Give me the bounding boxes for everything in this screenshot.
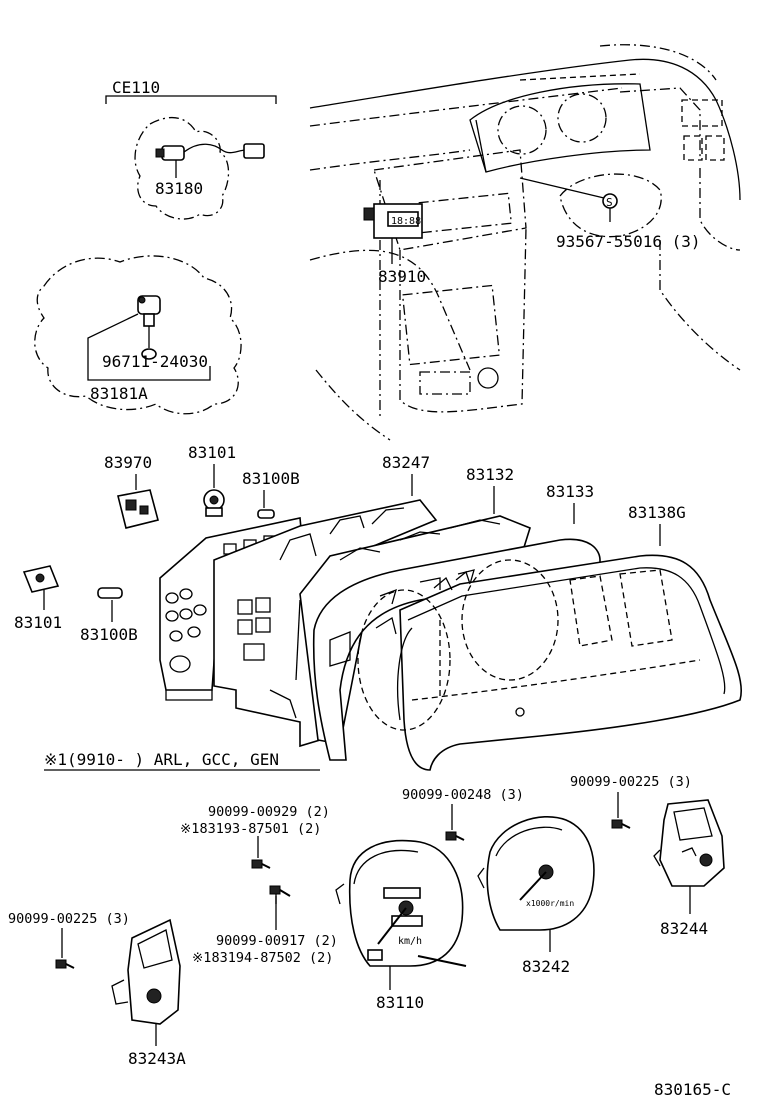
clock-83910[interactable]: 18:88 bbox=[363, 203, 423, 239]
label-183194-87502: ※183194-87502 (2) bbox=[192, 950, 333, 966]
screw-90099-00248[interactable] bbox=[445, 804, 465, 841]
socket-83101-top[interactable] bbox=[203, 489, 225, 517]
label-90099-00917: 90099-00917 (2) bbox=[216, 933, 338, 949]
screw-90099-00225-left[interactable] bbox=[55, 928, 75, 969]
screw-90099-00917[interactable] bbox=[269, 885, 291, 904]
label-83133: 83133 bbox=[546, 482, 594, 501]
speed-sensor-83181a[interactable] bbox=[137, 295, 161, 360]
ce110-label: CE110 bbox=[112, 78, 160, 97]
ce110-engine-outline bbox=[134, 116, 230, 220]
diagram-id: 830165-C bbox=[654, 1080, 731, 1099]
glass-gauge-outlines bbox=[357, 559, 701, 731]
label-83242: 83242 bbox=[522, 957, 570, 976]
screw-90099-00225-right[interactable] bbox=[611, 792, 631, 829]
bulb-83100b-left[interactable] bbox=[97, 587, 123, 599]
label-83132: 83132 bbox=[466, 465, 514, 484]
label-90099-00248: 90099-00248 (3) bbox=[402, 787, 524, 803]
transmission-outline bbox=[34, 255, 242, 415]
label-93567: 93567-55016 (3) bbox=[556, 232, 701, 251]
svg-text:S: S bbox=[606, 196, 613, 209]
label-90099-00225-right: 90099-00225 (3) bbox=[570, 774, 692, 790]
speedometer-83110[interactable]: km/h bbox=[335, 839, 467, 967]
label-90099-00929: 90099-00929 (2) bbox=[208, 804, 330, 820]
svg-text:km/h: km/h bbox=[398, 936, 422, 947]
footnote-text: ※1(9910- ) ARL, GCC, GEN bbox=[44, 750, 279, 769]
speed-sensor-83180[interactable] bbox=[155, 143, 265, 161]
ce110-bracket bbox=[105, 95, 277, 104]
bolt-93567[interactable]: S bbox=[602, 193, 618, 209]
tachometer-83242[interactable]: x1000r/min bbox=[477, 816, 595, 931]
dash-top-edge bbox=[309, 58, 741, 201]
ce110-group: CE110 83180 bbox=[105, 78, 277, 220]
dash-rear-line bbox=[599, 44, 717, 81]
leader-83181a-left bbox=[87, 313, 139, 366]
label-83180: 83180 bbox=[155, 179, 203, 198]
gauge-83244[interactable] bbox=[653, 799, 725, 887]
leader-93567 bbox=[519, 177, 605, 199]
label-90099-00225-left: 90099-00225 (3) bbox=[8, 911, 130, 927]
label-83247: 83247 bbox=[382, 453, 430, 472]
label-96711: 96711-24030 bbox=[102, 352, 208, 371]
label-83100b-left: 83100B bbox=[80, 625, 138, 644]
dash-cluster bbox=[469, 73, 651, 173]
bulb-83100b-top[interactable] bbox=[257, 509, 275, 519]
cluster-glass-83138g[interactable] bbox=[399, 554, 742, 771]
label-83181a: 83181A bbox=[90, 384, 148, 403]
sensor-83181a-group: 96711-24030 83181A bbox=[34, 255, 242, 415]
steering-column bbox=[559, 173, 662, 238]
switch-83970[interactable] bbox=[117, 489, 159, 529]
label-83970: 83970 bbox=[104, 453, 152, 472]
cluster-exploded: 83970 83101 83100B 83247 83132 83133 831… bbox=[14, 443, 742, 771]
dash-inner-line bbox=[309, 87, 623, 127]
console-radio bbox=[401, 284, 501, 366]
gauge-83243a[interactable] bbox=[111, 918, 181, 1025]
gauges: 90099-00929 (2) ※183193-87501 (2) 90099-… bbox=[8, 774, 725, 1068]
label-83110: 83110 bbox=[376, 993, 424, 1012]
footnote-group: ※1(9910- ) ARL, GCC, GEN bbox=[44, 750, 320, 771]
bracket-83181a bbox=[87, 366, 211, 381]
label-83138g: 83138G bbox=[628, 503, 686, 522]
screw-90099-00929[interactable] bbox=[251, 836, 271, 869]
board-holes bbox=[165, 535, 277, 673]
socket-83101-left[interactable] bbox=[22, 565, 60, 593]
label-83243a: 83243A bbox=[128, 1049, 186, 1068]
label-83910: 83910 bbox=[378, 267, 426, 286]
label-183193-87501: ※183193-87501 (2) bbox=[180, 821, 321, 837]
label-83100b-top: 83100B bbox=[242, 469, 300, 488]
vent-right-3 bbox=[681, 99, 723, 127]
label-83244: 83244 bbox=[660, 919, 708, 938]
svg-text:x1000r/min: x1000r/min bbox=[526, 899, 574, 908]
vent-right-1 bbox=[683, 135, 703, 161]
console-switch bbox=[419, 371, 471, 395]
label-83101-top: 83101 bbox=[188, 443, 236, 462]
svg-text:18:88: 18:88 bbox=[391, 216, 421, 227]
label-83101-left: 83101 bbox=[14, 613, 62, 632]
dashboard-overview: S 93567-55016 (3) 18:88 83910 bbox=[309, 44, 741, 441]
vent-right-2 bbox=[705, 135, 725, 161]
